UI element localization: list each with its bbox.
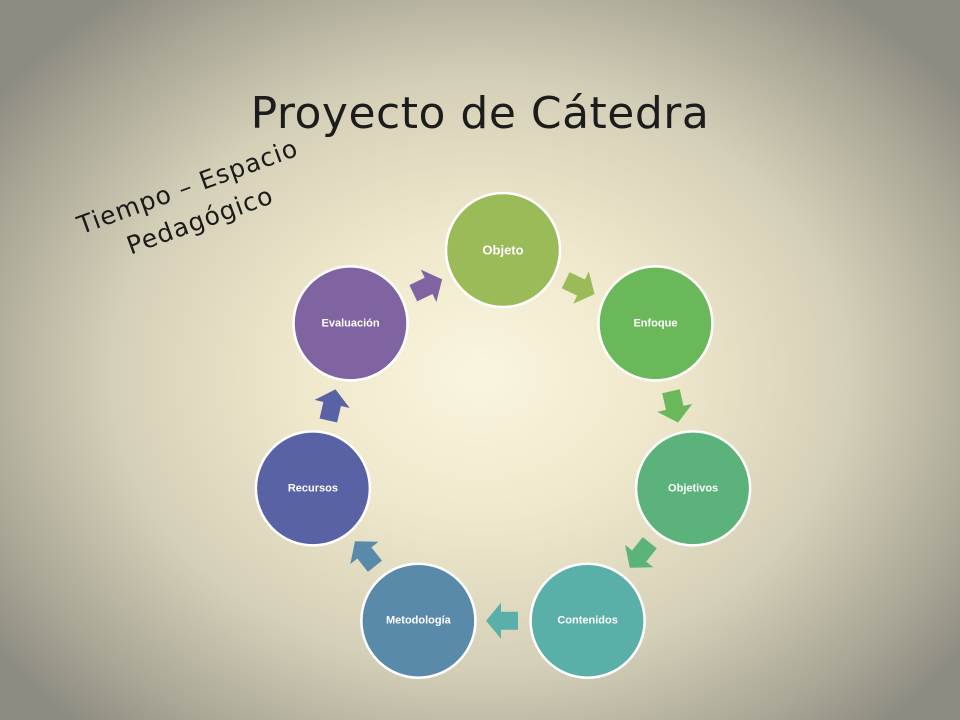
cycle-node: Objeto <box>444 191 562 309</box>
cycle-arrow-icon <box>625 537 657 568</box>
cycle-node: Contenidos <box>529 562 646 679</box>
cycle-arrow-icon <box>409 269 443 303</box>
cycle-node-label: Enfoque <box>633 317 677 329</box>
cycle-node-circle <box>597 265 714 382</box>
cycle-node-label: Metodología <box>386 615 452 627</box>
cycle-arrow-icon <box>561 271 595 304</box>
cycle-node: Metodología <box>360 562 477 679</box>
cycle-node-circle <box>292 265 409 382</box>
cycle-node-circle <box>254 430 372 547</box>
cycle-node-circle <box>360 562 477 679</box>
cycle-node-label: Objetivos <box>668 482 718 494</box>
cycle-arrow-icon <box>314 389 350 423</box>
cycle-node-label: Objeto <box>482 243 523 258</box>
slide-title: Proyecto de Cátedra <box>250 88 710 139</box>
cycle-node-circle <box>444 191 562 309</box>
cycle-node-circle <box>529 562 646 679</box>
cycle-arrow-icon <box>350 541 382 572</box>
cycle-node: Recursos <box>254 430 372 547</box>
cycle-arrow-icon <box>657 389 693 423</box>
cycle-node-label: Contenidos <box>557 615 618 627</box>
cycle-arrow-icon <box>486 602 518 639</box>
cycle-node-circle <box>634 430 752 547</box>
cycle-arrows <box>314 269 693 639</box>
cycle-node: Enfoque <box>597 265 714 382</box>
cycle-node-label: Recursos <box>288 482 338 494</box>
cycle-node: Objetivos <box>634 430 752 547</box>
cycle-node: Evaluación <box>292 265 409 382</box>
cycle-node-label: Evaluación <box>322 317 380 329</box>
